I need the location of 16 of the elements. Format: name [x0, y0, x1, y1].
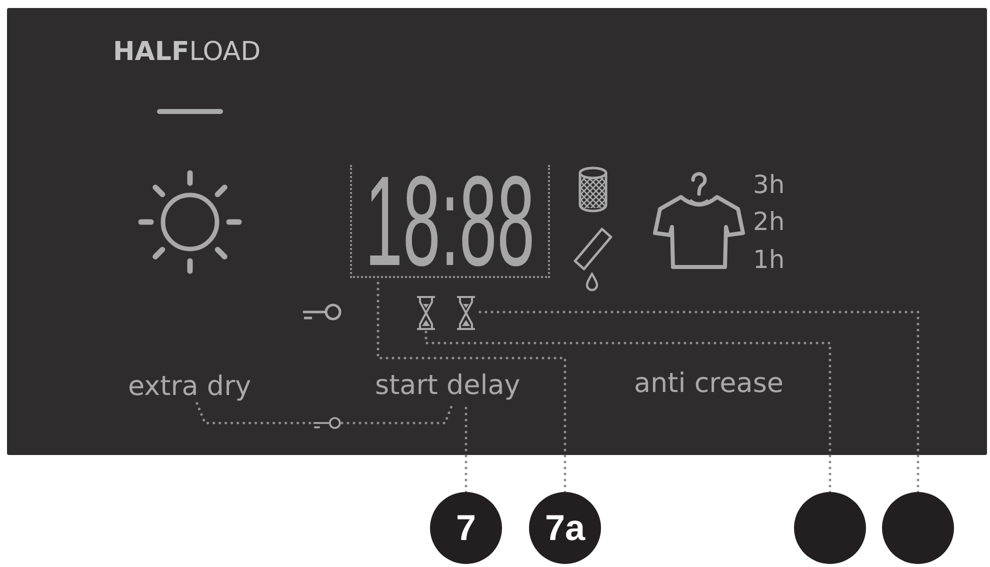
- mode-label: HALFLOAD: [113, 37, 261, 68]
- callout-number: 7a: [529, 492, 601, 564]
- function-label: start delay: [375, 370, 520, 402]
- duration-label: 2h: [753, 207, 785, 237]
- hourglass-icon: [456, 295, 476, 331]
- key-icon: [312, 414, 342, 432]
- bracket-line: [196, 402, 314, 424]
- function-label: anti crease: [634, 368, 784, 400]
- clock-digits: 18:88: [365, 171, 535, 274]
- function-label: extra dry: [128, 371, 252, 404]
- callout-number: 7: [430, 492, 502, 564]
- digital-display: [350, 165, 550, 278]
- leader-line: [424, 330, 832, 494]
- hourglass-icon: [416, 295, 436, 331]
- duration-label: 1h: [753, 245, 785, 275]
- duration-label: 3h: [753, 170, 785, 200]
